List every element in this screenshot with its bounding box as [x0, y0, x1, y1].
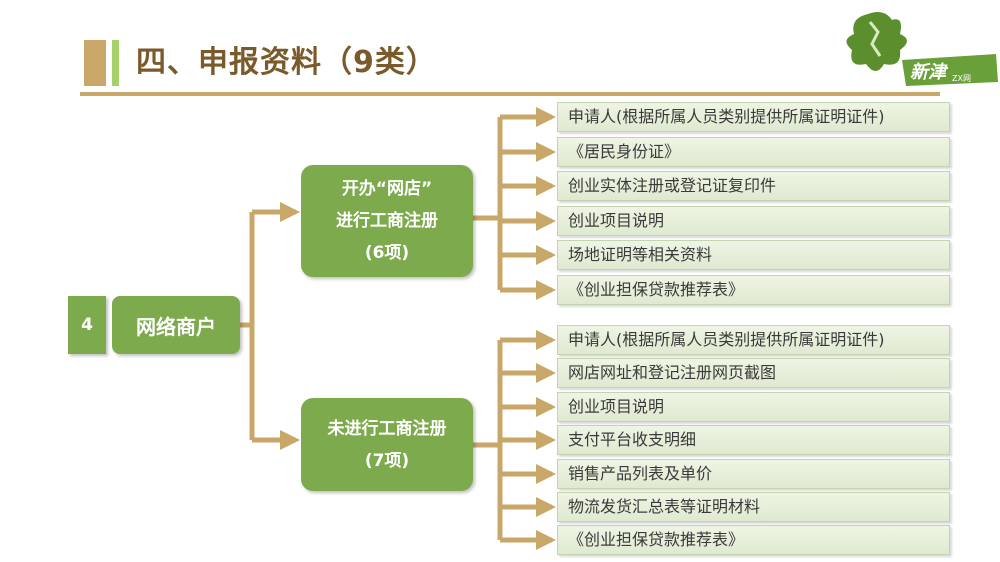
- leaf-item: 《居民身份证》: [557, 137, 950, 167]
- page-title: 四、申报资料（9类）: [136, 45, 437, 80]
- xinjin-logo: 新津 ZX网: [846, 12, 998, 86]
- leaf-item: 支付平台收支明细: [557, 425, 950, 455]
- branch-line: (7项): [364, 450, 410, 471]
- leaf-item: 申请人(根据所属人员类别提供所属证明证件): [557, 102, 950, 132]
- root-node: 网络商户: [112, 296, 240, 354]
- root-number: 4: [68, 296, 106, 354]
- leaf-item: 申请人(根据所属人员类别提供所属证明证件): [557, 325, 950, 355]
- branch-line: (6项): [364, 243, 410, 263]
- leaf-item: 创业项目说明: [557, 392, 950, 422]
- title-underline: [80, 92, 940, 96]
- branch-node-unregistered: 未进行工商注册 (7项): [301, 398, 473, 491]
- title-accent-bar-green: [112, 40, 119, 86]
- leaf-item: 创业项目说明: [557, 206, 950, 236]
- leaf-item: 销售产品列表及单价: [557, 459, 950, 489]
- leaf-item: 物流发货汇总表等证明材料: [557, 492, 950, 522]
- branch-node-registered: 开办“网店” 进行工商注册 (6项): [301, 165, 473, 277]
- branch-line: 未进行工商注册: [327, 418, 447, 439]
- leaf-item: 创业实体注册或登记证复印件: [557, 171, 950, 201]
- logo-subtext: ZX网: [952, 74, 971, 83]
- branch-line: 开办“网店”: [341, 179, 433, 199]
- title-accent-bar: [84, 40, 106, 86]
- leaf-item: 《创业担保贷款推荐表》: [557, 525, 950, 555]
- leaf-item: 《创业担保贷款推荐表》: [557, 275, 950, 305]
- leaf-item: 场地证明等相关资料: [557, 240, 950, 270]
- branch-line: 进行工商注册: [336, 211, 438, 231]
- logo-text: 新津: [910, 62, 949, 83]
- leaf-item: 网店网址和登记注册网页截图: [557, 358, 950, 388]
